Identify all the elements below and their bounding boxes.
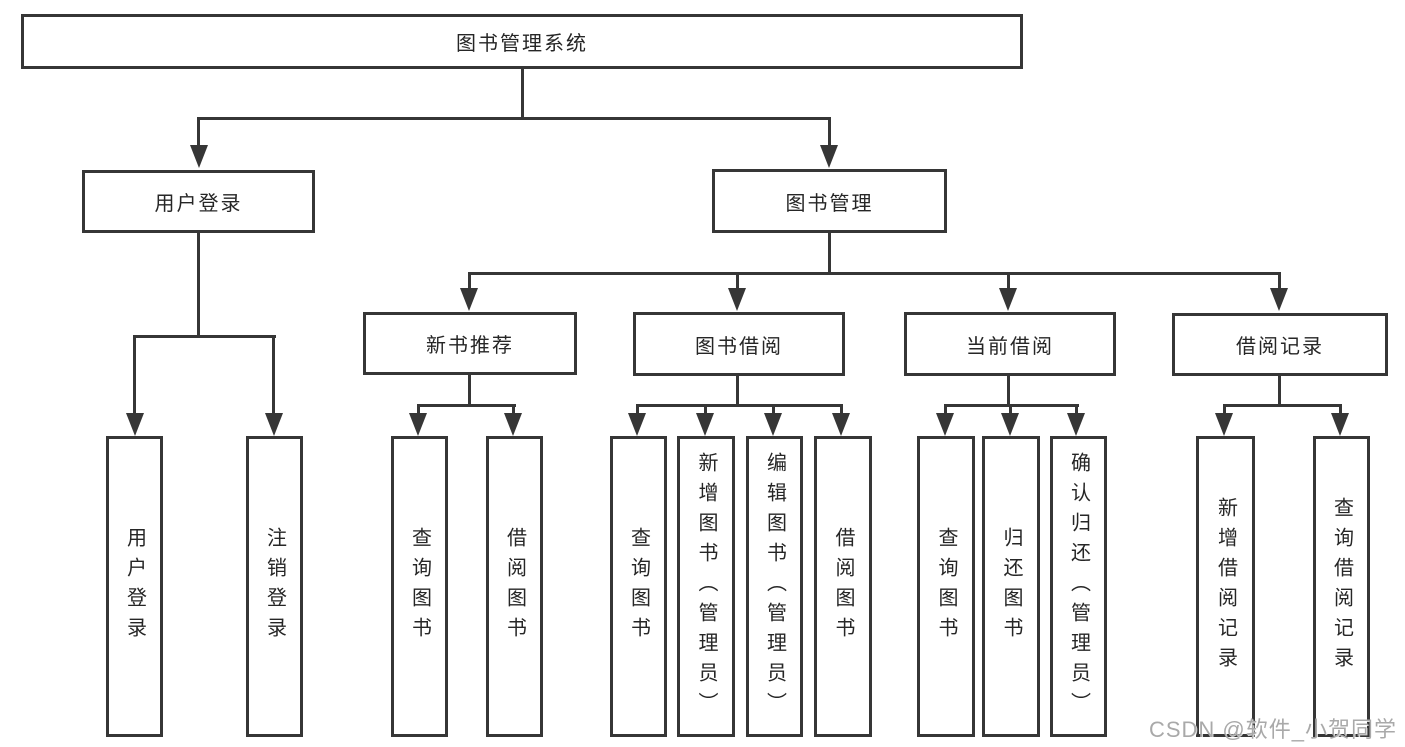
arrow-down-icon [504, 413, 522, 436]
connector-line [828, 117, 831, 149]
node-label: 图书借阅 [695, 335, 783, 358]
arrow-down-icon [1215, 413, 1233, 436]
connector-line [840, 404, 843, 415]
leaf-query-books-borrow: 查询图书 [610, 436, 667, 737]
connector-line [133, 335, 136, 415]
arrow-down-icon [190, 145, 208, 168]
node-label: 用户登录 [123, 526, 146, 647]
leaf-query-books-current: 查询图书 [917, 436, 975, 737]
node-label: 借阅图书 [832, 526, 854, 647]
connector-line [512, 404, 515, 415]
arrow-down-icon [728, 288, 746, 311]
leaf-logout: 注销登录 [246, 436, 303, 737]
node-label: 图书管理 [785, 192, 874, 215]
connector-line [1007, 375, 1010, 406]
connector-line [1007, 272, 1010, 290]
connector-line [944, 404, 947, 415]
arrow-down-icon [999, 288, 1017, 311]
node-book-borrow: 图书借阅 [633, 312, 845, 376]
arrow-down-icon [696, 413, 714, 436]
connector-line [197, 117, 200, 149]
leaf-add-borrow-record: 新增借阅记录 [1196, 436, 1255, 737]
connector-line [828, 233, 831, 274]
connector-line [772, 404, 775, 415]
leaf-user-login: 用户登录 [106, 436, 163, 737]
connector-line [417, 404, 516, 407]
connector-line [1075, 404, 1078, 415]
node-label: 图书管理系统 [456, 33, 588, 55]
connector-line [1339, 404, 1342, 415]
arrow-down-icon [460, 288, 478, 311]
connector-line [468, 374, 471, 406]
node-current-borrow: 当前借阅 [904, 312, 1116, 376]
connector-line [468, 272, 1281, 275]
arrow-down-icon [409, 413, 427, 436]
arrow-down-icon [832, 413, 850, 436]
connector-line [197, 117, 831, 120]
node-label: 查询借阅记录 [1330, 496, 1353, 677]
node-borrow-records: 借阅记录 [1172, 313, 1388, 376]
node-book-management: 图书管理 [712, 169, 947, 233]
connector-line [636, 404, 639, 415]
leaf-add-book-admin: 新增图书（管理员） [677, 436, 735, 737]
node-label: 新书推荐 [426, 335, 514, 357]
node-label: 新增借阅记录 [1214, 496, 1237, 677]
arrow-down-icon [820, 145, 838, 168]
arrow-down-icon [265, 413, 283, 436]
connector-line [736, 375, 739, 406]
leaf-query-books-recommend: 查询图书 [391, 436, 448, 737]
connector-line [1278, 375, 1281, 406]
node-label: 注销登录 [263, 526, 286, 647]
node-label: 编辑图书（管理员） [763, 451, 786, 722]
connector-line [197, 233, 200, 337]
connector-line [736, 272, 739, 290]
arrow-down-icon [764, 413, 782, 436]
connector-line [1223, 404, 1226, 415]
node-label: 归还图书 [1000, 526, 1022, 647]
connector-line [1278, 272, 1281, 290]
connector-line [272, 335, 275, 415]
arrow-down-icon [628, 413, 646, 436]
node-label: 当前借阅 [966, 335, 1054, 358]
leaf-edit-book-admin: 编辑图书（管理员） [746, 436, 803, 737]
arrow-down-icon [1067, 413, 1085, 436]
node-label: 借阅图书 [503, 526, 526, 647]
leaf-confirm-return-admin: 确认归还（管理员） [1050, 436, 1107, 737]
node-label: 确认归还（管理员） [1067, 451, 1090, 722]
csdn-watermark: CSDN @软件_小贺同学 [1148, 717, 1397, 742]
arrow-down-icon [1331, 413, 1349, 436]
node-label: 查询图书 [935, 526, 957, 647]
connector-line [636, 404, 843, 407]
leaf-query-borrow-record: 查询借阅记录 [1313, 436, 1370, 737]
connector-line [1223, 404, 1342, 407]
connector-line [704, 404, 707, 415]
node-label: 查询图书 [408, 526, 431, 647]
leaf-return-book: 归还图书 [982, 436, 1040, 737]
node-label: 用户登录 [154, 193, 243, 215]
connector-line [468, 272, 471, 290]
connector-line [417, 404, 420, 415]
connector-line [133, 335, 276, 338]
arrow-down-icon [1270, 288, 1288, 311]
leaf-borrow-books: 借阅图书 [814, 436, 872, 737]
arrow-down-icon [936, 413, 954, 436]
connector-line [1009, 404, 1012, 415]
arrow-down-icon [1001, 413, 1019, 436]
connector-line [521, 68, 524, 118]
node-label: 查询图书 [627, 526, 650, 647]
node-user-login: 用户登录 [82, 170, 315, 233]
node-label: 新增图书（管理员） [695, 451, 717, 722]
node-root-library-system: 图书管理系统 [21, 14, 1023, 69]
node-label: 借阅记录 [1236, 336, 1324, 358]
leaf-borrow-books-recommend: 借阅图书 [486, 436, 543, 737]
arrow-down-icon [126, 413, 144, 436]
node-new-book-recommend: 新书推荐 [363, 312, 577, 375]
